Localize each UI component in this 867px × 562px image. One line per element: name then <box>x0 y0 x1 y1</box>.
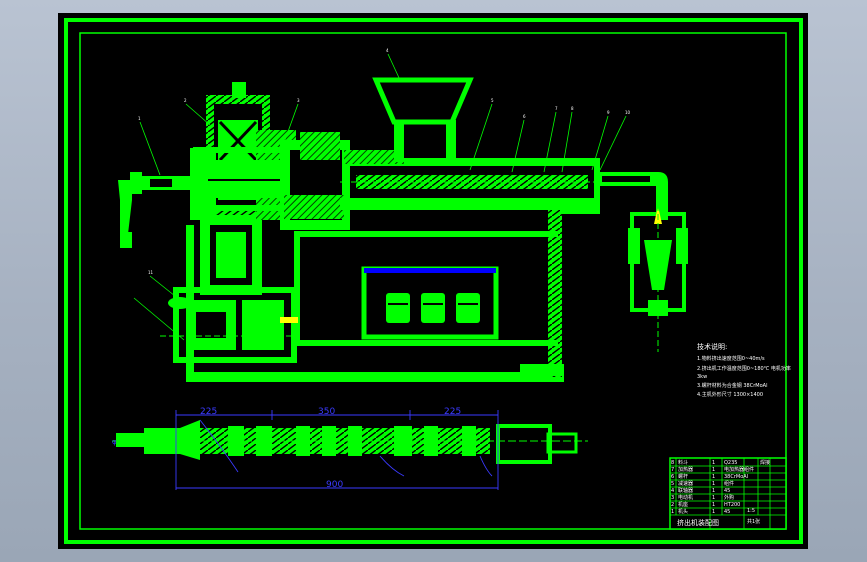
title-block-cell: 电动机 <box>678 494 693 501</box>
title-block-cell: 料斗 <box>678 459 688 466</box>
title-block-cell: 组件 <box>724 480 734 487</box>
leader-lines <box>133 53 627 341</box>
title-block-cell: 8 <box>671 460 674 466</box>
drawing-title: 挤出机装配图 <box>677 518 719 527</box>
title-block-cell: 45 <box>724 509 730 515</box>
control-panel <box>361 266 499 340</box>
dimension-label: 225 <box>200 407 217 417</box>
leader-label: 11 <box>148 270 154 275</box>
title-block-cell: 螺杆 <box>678 473 688 480</box>
leader-label: 7 <box>555 106 558 111</box>
dimension-label: 350 <box>318 407 335 417</box>
title-block-cell: Q235 <box>724 460 737 466</box>
drawing-sheet-count: 共1张 <box>747 518 760 525</box>
leader-label: 5 <box>491 98 494 103</box>
title-block-cell: 4 <box>671 488 674 494</box>
title-block-cell: 7 <box>671 467 674 473</box>
note-line: 4.主机外形尺寸 1300×1400 <box>697 391 763 398</box>
title-block-cell: 1 <box>712 488 715 494</box>
screw-detail <box>112 420 588 464</box>
leader-label: 3 <box>297 98 300 103</box>
title-block-cell: 联轴器 <box>678 487 693 494</box>
title-block-rows: 8 料斗 1 Q235 焊接 7 加热器 1 电加热器组件 6 螺杆 1 38CrMoAl 5 减速器 1 组件… <box>671 459 770 515</box>
notes-title: 技术说明: <box>697 342 727 351</box>
title-block-cell: 5 <box>671 481 674 487</box>
title-block-cell: 6 <box>671 474 674 480</box>
motor <box>160 287 300 363</box>
leader-label: 6 <box>523 114 526 119</box>
extruder-assembly: 1 2 3 4 5 6 7 8 9 10 11 <box>118 48 688 382</box>
note-line: 1.物料挤出速度范围0~40m/s <box>697 355 765 362</box>
main-shaft <box>193 132 350 230</box>
input-shaft <box>118 172 220 248</box>
title-block-cell: 电加热器组件 <box>724 466 754 473</box>
dimension-label: 225 <box>444 407 461 417</box>
title-block-cell: 38CrMoAl <box>724 474 748 480</box>
dimension-label: 900 <box>326 480 343 490</box>
leader-label: 1 <box>138 116 141 121</box>
title-block-cell: 机座 <box>678 501 688 508</box>
screw-dimensions: 225 350 225 900 φ <box>112 407 499 490</box>
leader-labels: 1 2 3 4 5 6 7 8 9 10 11 <box>138 48 631 275</box>
title-block-cell: 1 <box>712 481 715 487</box>
title-block-cell: HT200 <box>724 502 740 508</box>
note-line: 2.挤出机工作温度范围0~180℃ 电机功率 <box>697 365 791 372</box>
drawing-scale: 1:5 <box>747 508 755 514</box>
title-block-cell: 45 <box>724 488 730 494</box>
title-block-cell: 1 <box>712 502 715 508</box>
title-block-cell: 1 <box>671 509 674 515</box>
barrel <box>340 150 620 214</box>
title-block-cell: 1 <box>712 509 715 515</box>
title-block: 8 料斗 1 Q235 焊接 7 加热器 1 电加热器组件 6 螺杆 1 38CrMoAl 5 减速器 1 组件… <box>669 457 787 530</box>
leader-label: 4 <box>386 48 389 53</box>
title-block-cell: 外购 <box>724 494 734 501</box>
note-line: 3kw <box>697 374 707 380</box>
diameter-label: φ <box>112 438 117 446</box>
title-block-cell: 焊接 <box>760 459 770 466</box>
title-block-cell: 1 <box>712 460 715 466</box>
title-block-cell: 机头 <box>678 508 688 515</box>
technical-notes: 技术说明: 1.物料挤出速度范围0~40m/s 2.挤出机工作温度范围0~180… <box>697 342 791 398</box>
title-block-cell: 3 <box>671 495 674 501</box>
leader-label: 8 <box>571 106 574 111</box>
title-block-cell: 1 <box>712 467 715 473</box>
title-block-cell: 1 <box>712 495 715 501</box>
note-line: 3.螺杆材料为合金钢 38CrMoAl <box>697 382 767 389</box>
leader-label: 2 <box>184 98 187 103</box>
hopper <box>372 77 474 162</box>
leader-label: 10 <box>625 110 631 115</box>
title-block-cell: 1 <box>712 474 715 480</box>
die-head <box>598 172 688 352</box>
leader-label: 9 <box>607 110 610 115</box>
title-block-cell: 2 <box>671 502 674 508</box>
title-block-cell: 加热器 <box>678 466 693 473</box>
title-block-cell: 减速器 <box>678 480 693 487</box>
